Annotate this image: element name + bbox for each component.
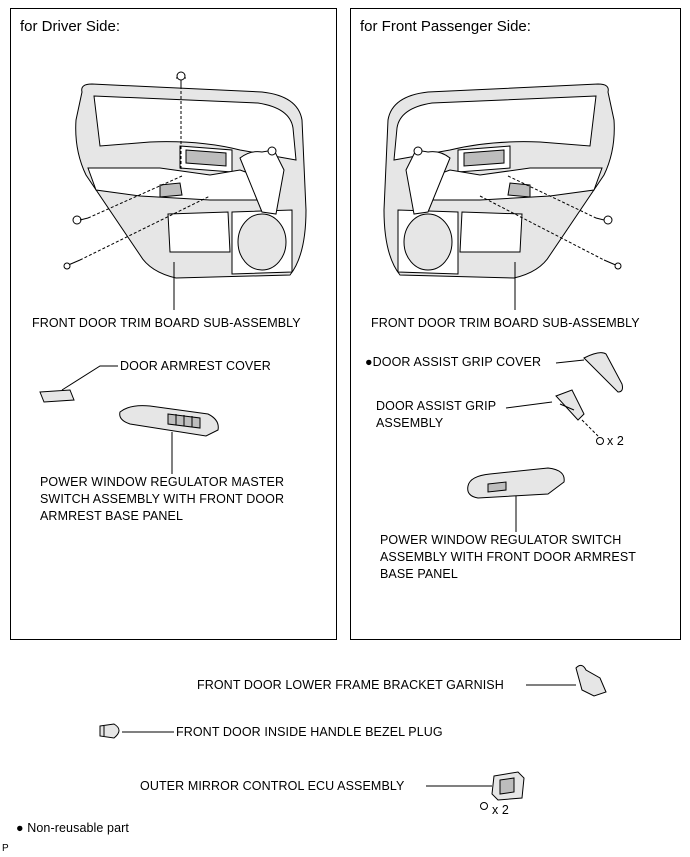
legend-marker-icon: ●: [16, 821, 24, 835]
bezel-plug-label: FRONT DOOR INSIDE HANDLE BEZEL PLUG: [176, 725, 443, 739]
master-switch-label-line-2: SWITCH ASSEMBLY WITH FRONT DOOR: [40, 492, 285, 506]
grip-cover-label: ●DOOR ASSIST GRIP COVER: [365, 354, 541, 371]
grip-screw-count: x 2: [607, 434, 624, 448]
passenger-panel-title: for Front Passenger Side:: [360, 18, 531, 35]
passenger-switch-label-line-2: ASSEMBLY WITH FRONT DOOR ARMREST: [380, 550, 637, 564]
mirror-ecu-screw-count: x 2: [492, 803, 509, 817]
door-assist-grip-cover-icon: [583, 352, 623, 393]
driver-trim-board-label: FRONT DOOR TRIM BOARD SUB-ASSEMBLY: [32, 316, 301, 330]
legend: ● Non-reusable part: [16, 820, 129, 837]
grip-assembly-label-line-1: DOOR ASSIST GRIP: [376, 399, 497, 413]
outer-mirror-control-ecu-icon: [480, 771, 525, 810]
master-switch-label-line-1: POWER WINDOW REGULATOR MASTER: [40, 475, 285, 489]
mirror-ecu-label: OUTER MIRROR CONTROL ECU ASSEMBLY: [140, 779, 405, 793]
passenger-door-trim-board-illustration: [383, 83, 615, 279]
passenger-switch-illustration: [467, 467, 565, 499]
lower-frame-bracket-garnish-icon: [575, 664, 607, 697]
door-assist-grip-assembly-icon: [555, 389, 604, 445]
grip-assembly-leader: [505, 401, 553, 409]
inside-handle-bezel-plug-icon: [99, 723, 120, 739]
corner-code: P: [2, 843, 9, 854]
driver-panel-title: for Driver Side:: [20, 18, 121, 35]
driver-screws: [63, 71, 211, 270]
door-armrest-cover-icon: [39, 389, 75, 403]
grip-cover-label-text: DOOR ASSIST GRIP COVER: [372, 355, 542, 369]
door-armrest-cover-label: DOOR ARMREST COVER: [120, 359, 271, 373]
master-switch-illustration: [119, 405, 219, 437]
passenger-screws: [479, 175, 622, 270]
driver-door-trim-board-illustration: [75, 83, 307, 279]
passenger-switch-label-line-3: BASE PANEL: [380, 567, 458, 581]
passenger-trim-board-label: FRONT DOOR TRIM BOARD SUB-ASSEMBLY: [371, 316, 640, 330]
garnish-label: FRONT DOOR LOWER FRAME BRACKET GARNISH: [197, 678, 504, 692]
legend-text: Non-reusable part: [27, 821, 129, 835]
armrest-cover-leader: [61, 365, 118, 391]
master-switch-label-line-3: ARMREST BASE PANEL: [40, 509, 184, 523]
grip-cover-leader: [555, 359, 585, 364]
passenger-switch-label-line-1: POWER WINDOW REGULATOR SWITCH: [380, 533, 622, 547]
non-reusable-marker-icon: ●: [365, 355, 373, 369]
grip-assembly-label-line-2: ASSEMBLY: [376, 416, 444, 430]
